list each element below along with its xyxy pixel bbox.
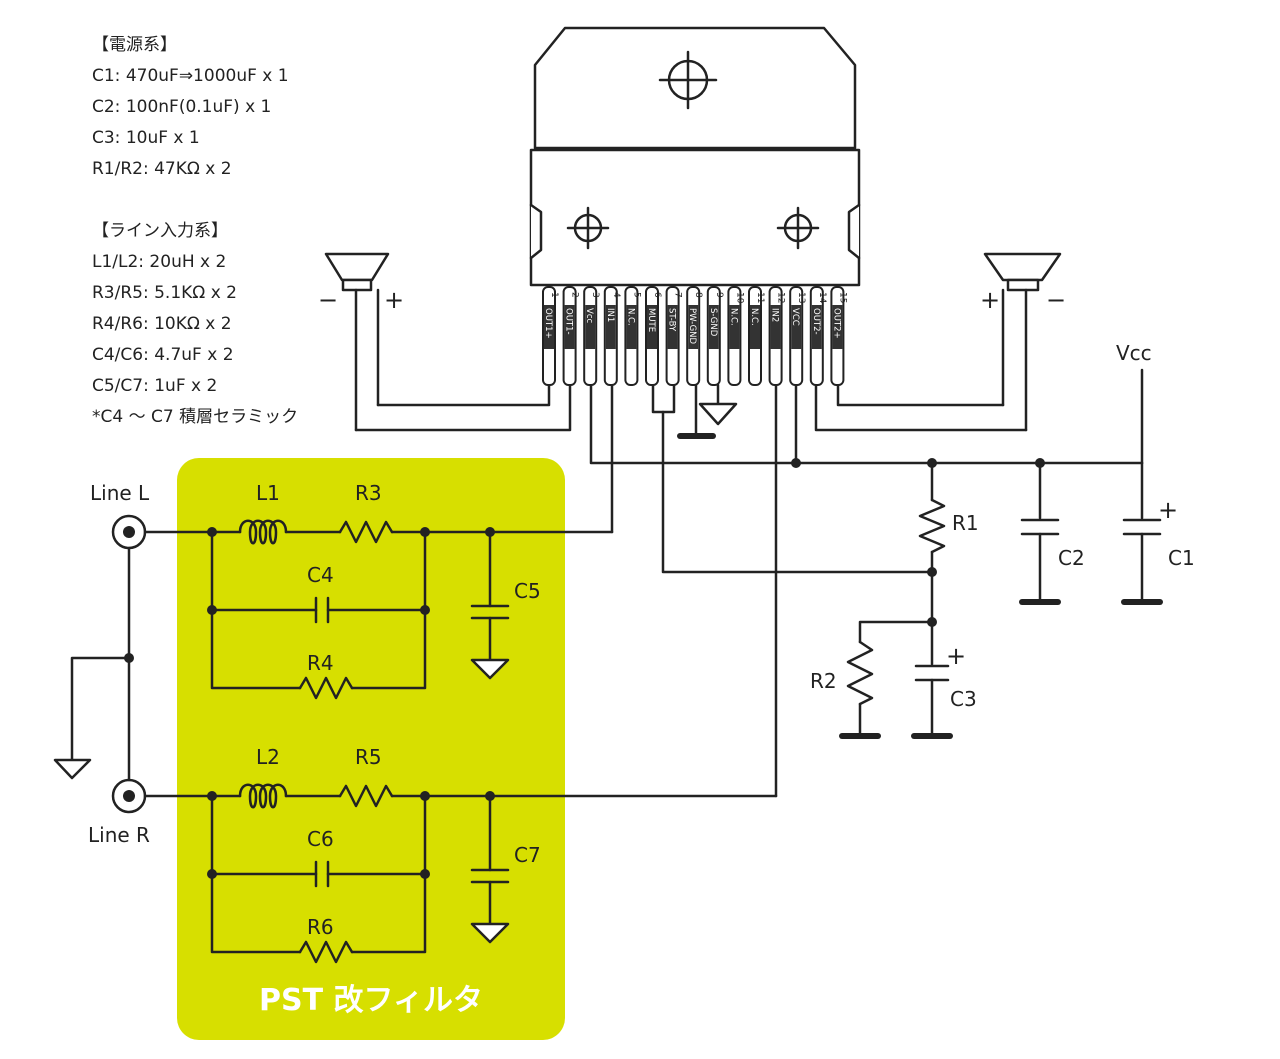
ic-pin-name: VCC <box>790 308 800 326</box>
ic-pin-number: 9 <box>714 292 724 298</box>
parts-item: C5/C7: 1uF x 2 <box>92 376 218 396</box>
ic-pin-label-box <box>770 305 781 349</box>
parts-item: R3/R5: 5.1KΩ x 2 <box>92 283 237 303</box>
polarity-c1: + <box>1158 496 1178 524</box>
ic-pin-label-box <box>688 305 699 349</box>
label-l1: L1 <box>256 481 280 505</box>
label-line-l: Line L <box>90 481 150 505</box>
parts-item: C3: 10uF x 1 <box>92 128 200 148</box>
ic-pin-name: S-GND <box>708 308 718 337</box>
parts-item: C2: 100nF(0.1uF) x 1 <box>92 97 272 117</box>
parts-item: C4/C6: 4.7uF x 2 <box>92 345 234 365</box>
ic-pin-number: 5 <box>631 292 641 298</box>
amplifier-ic <box>529 26 861 287</box>
label-c2: C2 <box>1058 546 1085 570</box>
label-c6: C6 <box>307 827 334 851</box>
ic-pin-number: 2 <box>570 292 580 298</box>
filter-box-title: PST 改フィルタ <box>259 983 483 1018</box>
ic-pin-name: IN2 <box>770 308 780 322</box>
label-r2: R2 <box>810 669 837 693</box>
parts-item: C1: 470uF⇒1000uF x 1 <box>92 66 289 86</box>
parts-item: R4/R6: 10KΩ x 2 <box>92 314 232 334</box>
ic-pin-number: 4 <box>611 292 621 298</box>
ic-pin-number: 3 <box>590 292 600 298</box>
ic-pin-label-box <box>832 305 843 349</box>
ic-pin-name: MUTE <box>646 308 656 332</box>
ic-pin-name: IN1 <box>605 308 615 322</box>
parts-heading-power: 【電源系】 <box>92 35 177 55</box>
ic-pin-label-box <box>585 305 596 349</box>
ic-pin-number: 13 <box>796 292 806 303</box>
ic-pin-number: 8 <box>693 292 703 298</box>
ic-pin-label-box <box>750 305 760 349</box>
ic-pin-number: 15 <box>837 292 847 303</box>
label-c3: C3 <box>950 687 977 711</box>
polarity-spk-left-minus: − <box>318 286 338 314</box>
parts-item: R1/R2: 47KΩ x 2 <box>92 159 232 179</box>
ic-pin-label-box <box>667 305 678 349</box>
polarity-spk-right-minus: − <box>1046 286 1066 314</box>
label-r6: R6 <box>307 915 334 939</box>
ic-pin-name: OUT1- <box>564 308 574 335</box>
ic-pin-number: 7 <box>673 292 683 298</box>
ic-pin-label-box <box>564 305 575 349</box>
label-c5: C5 <box>514 579 541 603</box>
ic-pin-label-box <box>626 305 637 349</box>
parts-heading-line: 【ライン入力系】 <box>92 221 228 241</box>
polarity-spk-left-plus: + <box>384 286 404 314</box>
ic-pin-name: PW-GND <box>687 308 697 345</box>
ic-pin-name: Vcc <box>584 308 594 323</box>
label-l2: L2 <box>256 745 280 769</box>
label-line-r: Line R <box>88 823 150 847</box>
ic-pin-number: 10 <box>734 292 744 304</box>
ic-pin-number: 14 <box>817 292 827 304</box>
ic-pin-label-box <box>647 305 657 349</box>
ic-pin-label-box <box>544 305 554 349</box>
filter-box <box>177 458 565 1040</box>
ic-pin-label-box <box>811 305 822 349</box>
label-vcc: Vcc <box>1116 341 1152 365</box>
label-r5: R5 <box>355 745 382 769</box>
ic-pin-name: OUT2+ <box>831 308 841 339</box>
ic-pin-label-box <box>729 305 740 349</box>
ic-pin-number: 11 <box>755 292 765 303</box>
speaker-right <box>983 252 1062 432</box>
label-r3: R3 <box>355 481 382 505</box>
ic-pin-label-box <box>708 305 719 349</box>
ic-pin-name: N.C. <box>728 308 738 326</box>
speaker-left <box>324 252 390 432</box>
ic-pin-name: N.C. <box>625 308 635 326</box>
ic-pin-name: OUT1+ <box>543 308 553 339</box>
ic-pin-number: 1 <box>549 292 559 298</box>
ic-pin-label-box <box>605 305 616 349</box>
parts-list: 【電源系】 C1: 470uF⇒1000uF x 1 C2: 100nF(0.1… <box>92 30 298 433</box>
label-r1: R1 <box>952 511 979 535</box>
ic-pin-number: 12 <box>776 292 786 303</box>
ic-pin-name: ST-BY <box>667 308 677 332</box>
label-c7: C7 <box>514 843 541 867</box>
parts-item: *C4 ～ C7 積層セラミック <box>92 407 299 427</box>
ic-pin-name: N.C. <box>749 308 759 326</box>
label-r4: R4 <box>307 651 334 675</box>
ic-pin-name: OUT2- <box>811 308 821 335</box>
junction-dots <box>124 458 1045 879</box>
ic-pin-label-box <box>791 305 802 349</box>
ic-pin-number: 6 <box>652 292 662 298</box>
parts-item: L1/L2: 20uH x 2 <box>92 252 227 272</box>
label-c1: C1 <box>1168 546 1195 570</box>
polarity-c3: + <box>946 642 966 670</box>
polarity-spk-right-plus: + <box>980 286 1000 314</box>
label-c4: C4 <box>307 563 334 587</box>
